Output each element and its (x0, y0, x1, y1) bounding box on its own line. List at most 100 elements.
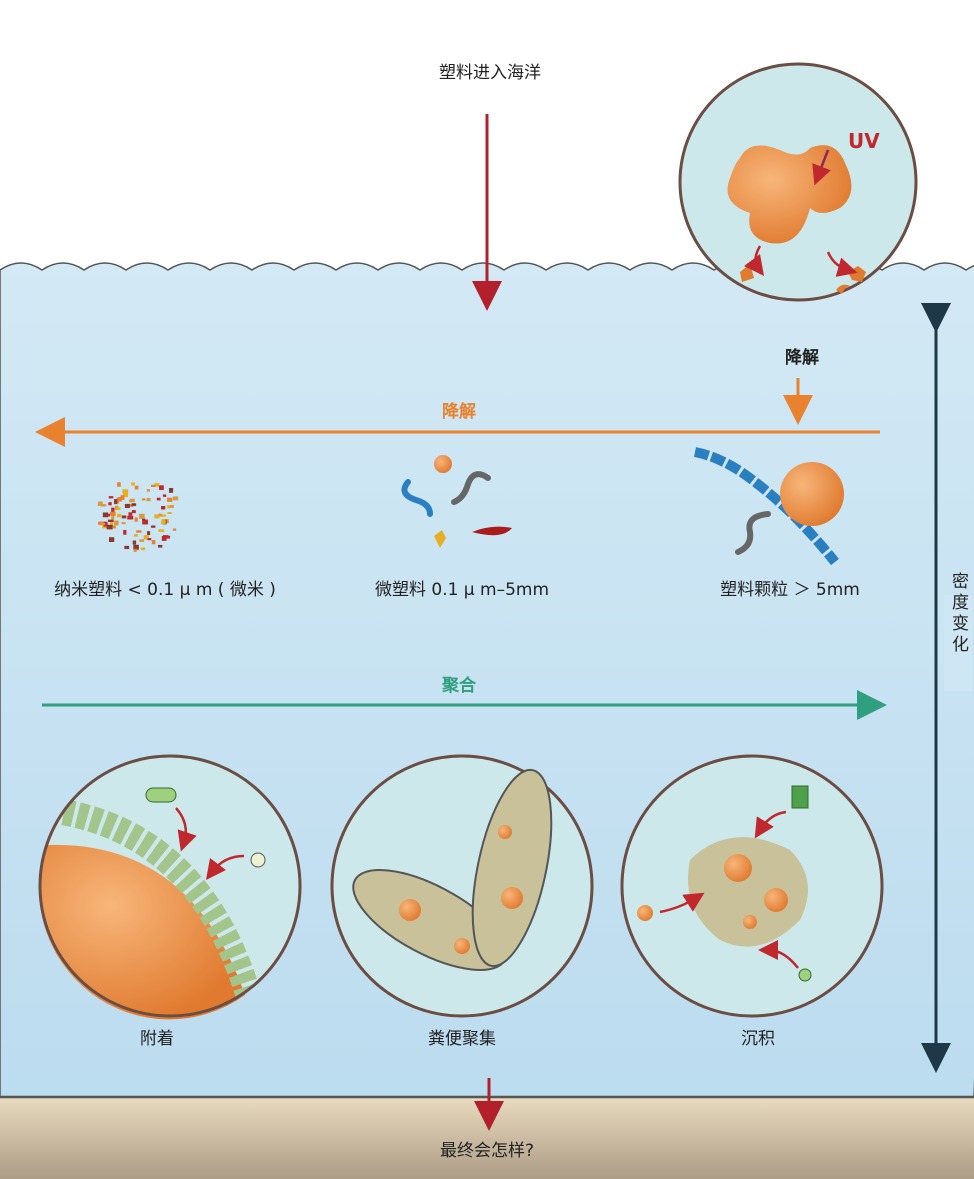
nanoplastic-particle (117, 497, 122, 500)
nanoplastic-particle (140, 547, 146, 551)
title-label: 塑料进入海洋 (439, 63, 541, 83)
nanoplastic-particle (122, 489, 129, 494)
nanoplastic-particle (100, 522, 106, 526)
nanoplastic-particle (150, 484, 156, 487)
nanoplastic-particle (128, 512, 133, 516)
nanoplastic-particle (141, 498, 146, 501)
nanoplastic-particle (133, 534, 138, 537)
nanoplastic-particle (132, 540, 137, 545)
nanoplastic-particle (158, 529, 165, 532)
nanoplastic-particle (147, 538, 152, 541)
nanoplastic-particle (157, 544, 163, 548)
nanoplastic-particle (158, 513, 163, 517)
size-class-label: 微塑料 0.1 μ m–5mm (375, 580, 549, 600)
plastic-surface (39, 844, 245, 1020)
nanoplastic-particle (122, 492, 129, 498)
nanoplastic-particle (172, 528, 177, 531)
seabed-sediment (0, 1097, 974, 1179)
nanoplastic-particle (124, 545, 130, 550)
nanoplastic-particle (129, 499, 135, 503)
nanoplastic-particle (133, 548, 137, 552)
surface-degradation-label: 降解 (785, 347, 819, 368)
nanoplastic-particle (121, 522, 126, 525)
nanoplastic-particle (124, 503, 130, 509)
size-class-label: 塑料颗粒 ＞ 5mm (720, 580, 860, 600)
nanoplastic-particle (166, 497, 173, 502)
nanoplastic-particle (100, 504, 107, 507)
nanoplastic-particle (128, 503, 132, 507)
nanoplastic-particle (107, 519, 114, 522)
fecal-aggregation-inset (330, 754, 594, 1018)
nanoplastic-particle (106, 524, 113, 530)
nanoplastic-particle (147, 531, 151, 535)
nanoplastic-particle (110, 525, 116, 529)
nanoplastic-particle (110, 511, 116, 516)
nanoplastic-particle (127, 515, 134, 520)
bottom-question: 最终会怎样? (440, 1141, 534, 1161)
nanoplastic-particle (111, 515, 115, 520)
degradation-arrow-label: 降解 (442, 401, 476, 422)
nanoplastic-particle (111, 507, 115, 513)
nanoplastic-particle (167, 512, 172, 515)
uv-degradation-inset: UV (678, 62, 918, 302)
nanoplastic-particle (117, 482, 121, 487)
nanoplastic-particle (116, 507, 121, 511)
nanoplastic-particle (156, 497, 161, 501)
plastic-particle-illustration (693, 447, 844, 566)
nanoplastic-particle (131, 503, 137, 506)
size-class-label: 纳米塑料 < 0.1 μ m ( 微米 ) (54, 580, 276, 600)
nanoplastic-particle (146, 498, 151, 502)
attachment-inset (38, 754, 302, 1020)
nanoplastic-particle (131, 510, 136, 514)
nanoplastic-particle (139, 513, 145, 519)
nanoplastic-particle (108, 502, 112, 506)
nanoplastic-particle (131, 482, 135, 486)
nanoplastic-particle (117, 513, 122, 518)
nanoplastic-particle (120, 495, 125, 501)
density-label: 密度变化 (948, 572, 969, 656)
nanoplastic-particle (121, 515, 127, 519)
nanoplastic-illustration (97, 482, 179, 552)
nanoplastic-particle (151, 525, 156, 528)
nanoplastic-particle (142, 519, 149, 525)
nanoplastic-particle (136, 530, 142, 533)
nanoplastic-particle (108, 496, 114, 499)
nanoplastic-particle (160, 506, 166, 510)
process-label: 附着 (140, 1029, 174, 1049)
nanoplastic-particle (154, 514, 160, 519)
nanoplastic-particle (161, 519, 166, 524)
sedimentation-inset (620, 754, 884, 1018)
nanoplastic-particle (114, 499, 118, 505)
nanoplastic-particle (106, 513, 110, 517)
nanoplastic-particle (161, 514, 167, 517)
nanoplastic-particle (172, 496, 179, 501)
nanoplastic-particle (167, 505, 171, 509)
nanoplastic-particle (102, 524, 107, 529)
nanoplastic-particle (103, 521, 108, 527)
process-label: 粪便聚集 (428, 1029, 496, 1049)
nanoplastic-particle (141, 518, 146, 521)
nanoplastic-particle (162, 494, 167, 497)
nanoplastic-particle (114, 520, 119, 526)
nanoplastic-particle (154, 483, 160, 487)
nanoplastic-particle (161, 535, 167, 541)
nanoplastic-particle (109, 521, 114, 527)
nanoplastic-particle (102, 512, 109, 518)
uv-label: UV (848, 129, 880, 153)
nanoplastic-particle (97, 501, 103, 506)
nanoplastic-particle (116, 497, 123, 502)
nanoplastic-particle (108, 537, 115, 542)
nanoplastic-particle (169, 504, 174, 508)
nanoplastic-particle (151, 540, 156, 545)
microplastic-illustration (401, 455, 512, 548)
nanoplastic-particle (133, 544, 139, 550)
nanoplastic-particle (168, 487, 174, 493)
nanoplastic-particle (134, 485, 139, 490)
nanoplastic-particle (146, 489, 151, 492)
nanoplastic-particle (143, 535, 149, 540)
nanoplastic-particle (159, 485, 164, 491)
nanoplastic-particle (123, 529, 127, 535)
process-label: 沉积 (741, 1029, 775, 1049)
